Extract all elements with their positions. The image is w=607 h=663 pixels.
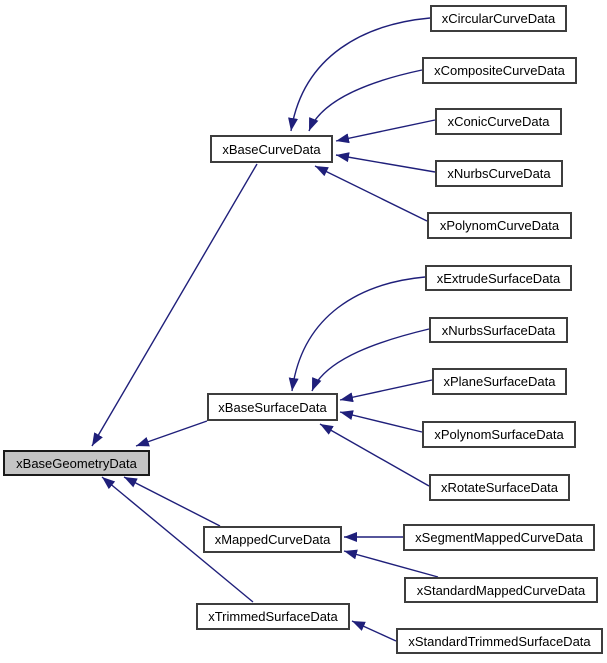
class-node-xnurbscurvedata[interactable]: xNurbsCurveData [435,160,563,187]
edge-mappedcurve-to-basegeometry [123,476,221,527]
class-node-xmappedcurvedata[interactable]: xMappedCurveData [203,526,342,553]
class-node-xcircularcurvedata[interactable]: xCircularCurveData [430,5,567,32]
edge-rotatesurface-to-basesurface [319,423,430,487]
edge-polynomcurve-to-basecurve [314,165,428,222]
class-node-xnurbssurfacedata[interactable]: xNurbsSurfaceData [429,317,568,343]
edge-trimmedsurface-to-basegeometry [101,476,254,603]
class-node-xcompositecurvedata[interactable]: xCompositeCurveData [422,57,577,84]
edge-planesurface-to-basesurface [339,379,433,403]
edge-polynomsurface-to-basesurface [339,410,423,433]
edge-compositecurve-to-basecurve [308,69,423,132]
edge-standardmappedcurve-to-mappedcurve [343,549,439,578]
class-node-xsegmentmappedcurvedata[interactable]: xSegmentMappedCurveData [403,524,595,551]
edge-circularcurve-to-basecurve [288,17,431,132]
class-node-xrotatesurfacedata[interactable]: xRotateSurfaceData [429,474,570,501]
edge-basesurface-to-basegeometry [135,420,208,447]
edge-nurbscurve-to-basecurve [335,152,436,173]
edge-standardtrimmedsurface-to-trimmedsurface [351,620,397,642]
class-node-xbasesurfacedata[interactable]: xBaseSurfaceData [207,393,338,421]
class-node-xplanesurfacedata[interactable]: xPlaneSurfaceData [432,368,567,395]
edge-extrudesurface-to-basesurface [288,276,426,392]
class-node-xbasegeometrydata: xBaseGeometryData [3,450,150,476]
class-node-xextrudesurfacedata[interactable]: xExtrudeSurfaceData [425,265,572,291]
class-node-xtrimmedsurfacedata[interactable]: xTrimmedSurfaceData [196,603,350,630]
class-node-xstandardmappedcurvedata[interactable]: xStandardMappedCurveData [404,577,598,603]
class-node-xpolynomsurfacedata[interactable]: xPolynomSurfaceData [422,421,576,448]
class-node-xstandardtrimmedsurfacedata[interactable]: xStandardTrimmedSurfaceData [396,628,603,654]
class-node-xbasecurvedata[interactable]: xBaseCurveData [210,135,333,163]
class-node-xconiccurvedata[interactable]: xConicCurveData [435,108,562,135]
edge-basecurve-to-basegeometry [91,163,258,447]
class-node-xpolynomcurvedata[interactable]: xPolynomCurveData [427,212,572,239]
edge-coniccurve-to-basecurve [335,119,436,144]
edge-nurbssurface-to-basesurface [311,328,430,392]
